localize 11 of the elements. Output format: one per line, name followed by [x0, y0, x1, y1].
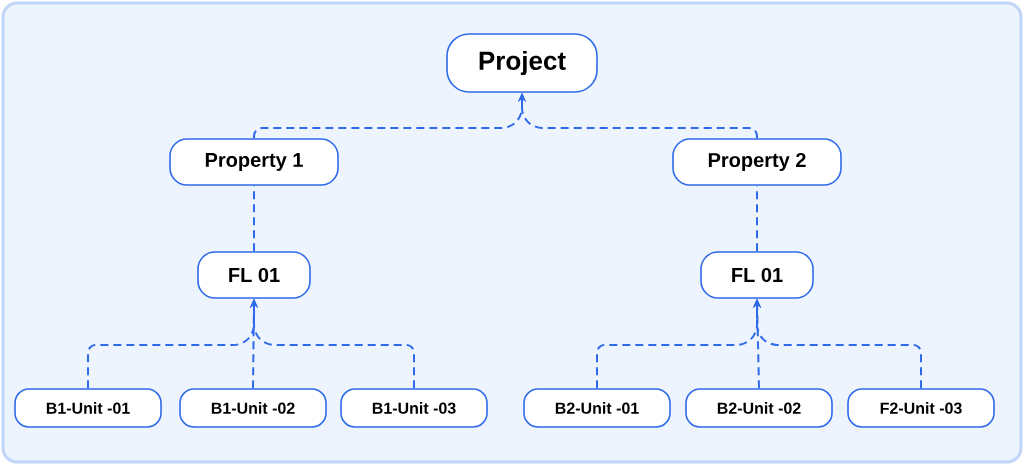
- node-box: FL 01: [197, 251, 311, 299]
- node-box: B1-Unit -02: [179, 388, 327, 428]
- node-box: B1-Unit -03: [340, 388, 488, 428]
- node-box: Project: [446, 33, 598, 93]
- node-box: FL 01: [700, 251, 814, 299]
- node-box: B2-Unit -01: [523, 388, 671, 428]
- node-box: B1-Unit -01: [14, 388, 162, 428]
- node-box: B2-Unit -02: [685, 388, 833, 428]
- node-box: F2-Unit -03: [847, 388, 995, 428]
- node-box: Property 1: [169, 138, 339, 186]
- node-box: Property 2: [672, 138, 842, 186]
